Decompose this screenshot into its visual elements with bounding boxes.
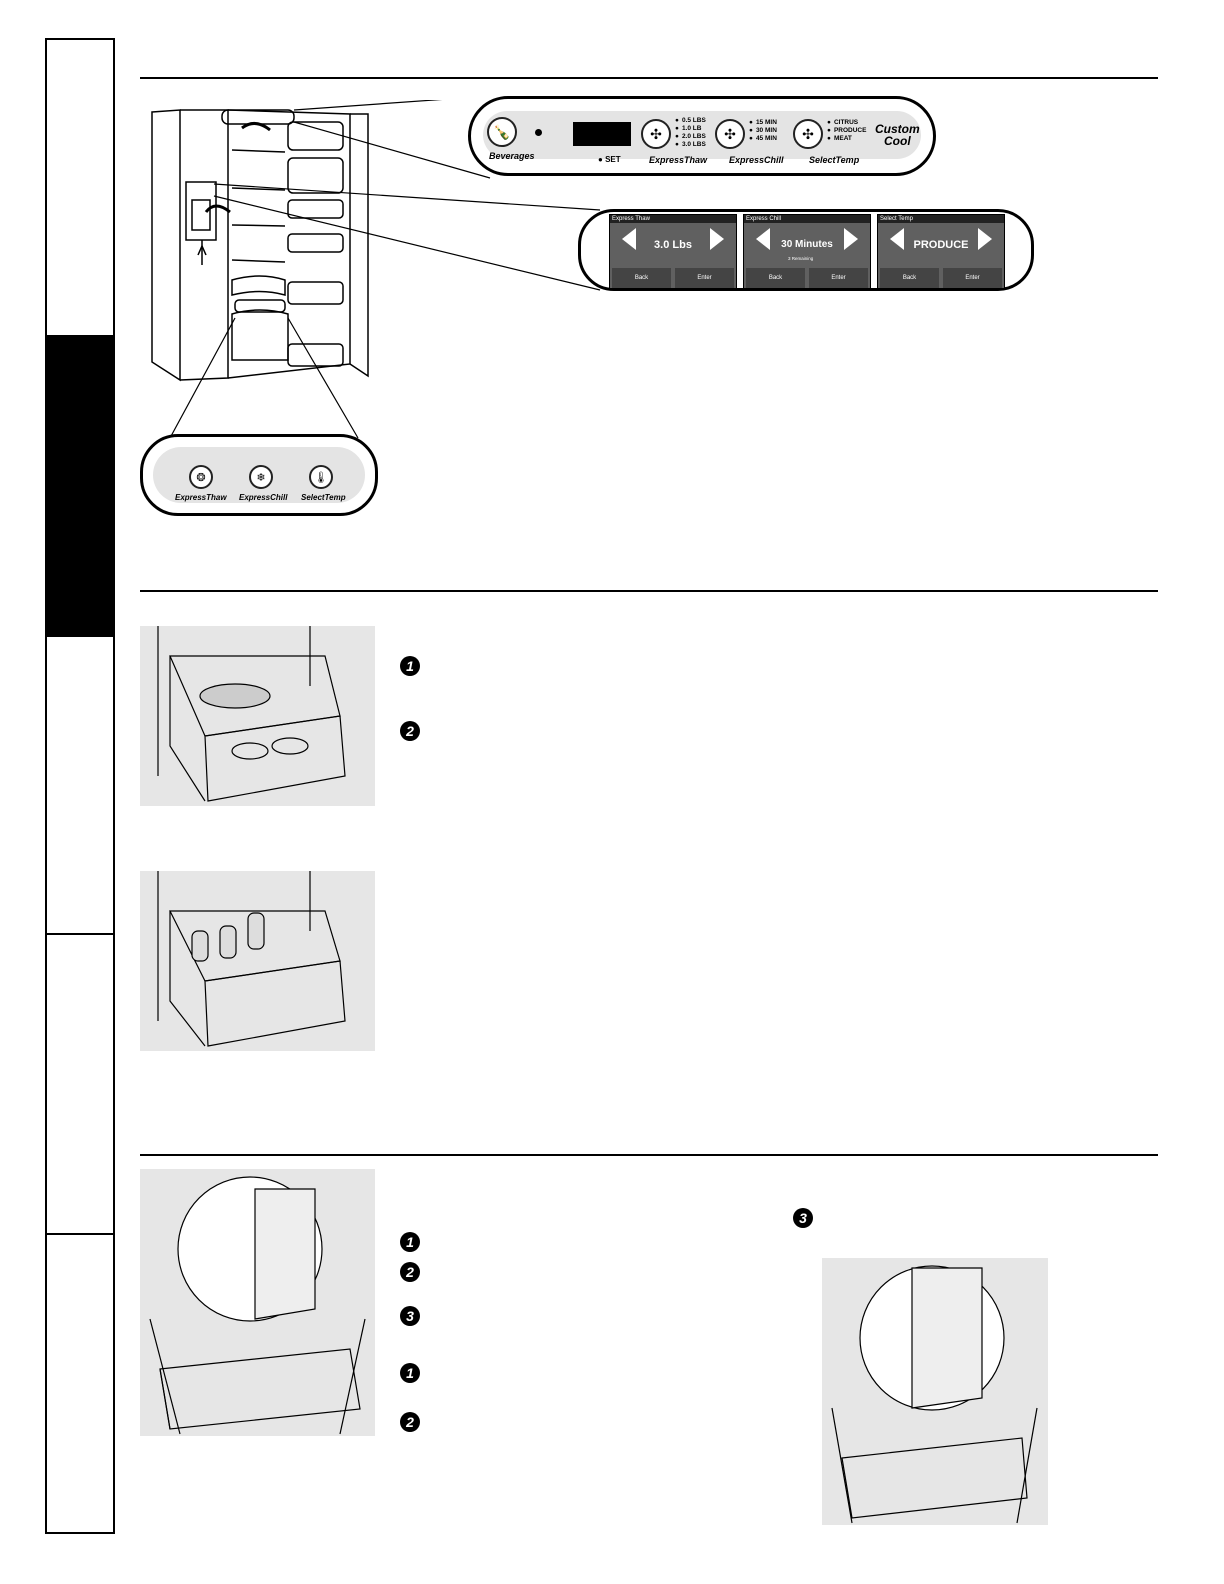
drawer-thaw-photo [140, 626, 375, 806]
indicator-light [535, 129, 542, 136]
lcd-display [573, 122, 631, 146]
express-thaw-screen: Express Thaw 3.0 Lbs Back Enter [609, 214, 737, 289]
step-number: 3 [400, 1306, 420, 1326]
side-tab-divider [45, 1233, 115, 1235]
arrow-right-icon[interactable] [844, 228, 858, 250]
step-number: 3 [793, 1208, 813, 1228]
screen-subtext: 3 Remaining [788, 256, 813, 261]
temp-icon[interactable]: ✣ [793, 119, 823, 149]
step-number: 1 [400, 1363, 420, 1383]
thaw-options: 0.5 LBS1.0 LB 2.0 LBS3.0 LBS [675, 117, 706, 149]
set-label: ● SET [598, 155, 621, 164]
step-number: 1 [400, 1232, 420, 1252]
step-number: 1 [400, 656, 420, 676]
side-tab-divider [45, 933, 115, 935]
screen-title: Express Chill [744, 215, 870, 223]
temp-icon[interactable]: 🌡 [309, 465, 333, 489]
control-panel-screens: Express Thaw 3.0 Lbs Back Enter Express … [578, 209, 1034, 291]
arrow-right-icon[interactable] [710, 228, 724, 250]
section-rule [140, 1154, 1158, 1156]
express-chill-screen: Express Chill 30 Minutes 3 Remaining Bac… [743, 214, 871, 289]
back-button[interactable]: Back [746, 268, 805, 288]
arrow-right-icon[interactable] [978, 228, 992, 250]
side-tab-bar [45, 38, 115, 1534]
express-chill-label: ExpressChill [239, 493, 287, 502]
express-thaw-label: ExpressThaw [175, 493, 227, 502]
select-temp-label: SelectTemp [301, 493, 346, 502]
arrow-left-icon[interactable] [756, 228, 770, 250]
screen-title: Express Thaw [610, 215, 736, 223]
select-temp-screen: Select Temp PRODUCE Back Enter [877, 214, 1005, 289]
thaw-icon[interactable]: ❂ [189, 465, 213, 489]
section-rule [140, 590, 1158, 592]
step-number: 2 [400, 1262, 420, 1282]
chill-options: 15 MIN30 MIN 45 MIN [749, 119, 777, 143]
drawer-removal-photo [140, 1169, 375, 1436]
enter-button[interactable]: Enter [943, 268, 1002, 288]
screen-title: Select Temp [878, 215, 1004, 223]
drawer-install-photo [822, 1258, 1048, 1525]
arrow-left-icon[interactable] [622, 228, 636, 250]
active-side-tab [45, 335, 115, 637]
arrow-left-icon[interactable] [890, 228, 904, 250]
back-button[interactable]: Back [612, 268, 671, 288]
step-number: 2 [400, 1412, 420, 1432]
drawer-chill-photo [140, 871, 375, 1051]
chill-icon[interactable]: ✣ [715, 119, 745, 149]
select-temp-label: SelectTemp [809, 155, 859, 165]
temp-options: CITRUSPRODUCE MEAT [827, 119, 866, 143]
chill-icon[interactable]: ❄ [249, 465, 273, 489]
back-button[interactable]: Back [880, 268, 939, 288]
enter-button[interactable]: Enter [675, 268, 734, 288]
drawer-control-panel: ❂ ExpressThaw ❄ ExpressChill 🌡 SelectTem… [140, 434, 378, 516]
step-number: 2 [400, 721, 420, 741]
express-thaw-label: ExpressThaw [649, 155, 707, 165]
express-chill-label: ExpressChill [729, 155, 784, 165]
enter-button[interactable]: Enter [809, 268, 868, 288]
beverages-label: Beverages [489, 151, 535, 161]
section-rule [140, 77, 1158, 79]
thaw-icon[interactable]: ✣ [641, 119, 671, 149]
control-panel-top: 🍾 Beverages ● SET ✣ 0.5 LBS1.0 LB 2.0 LB… [468, 96, 936, 176]
bottle-icon[interactable]: 🍾 [487, 117, 517, 147]
